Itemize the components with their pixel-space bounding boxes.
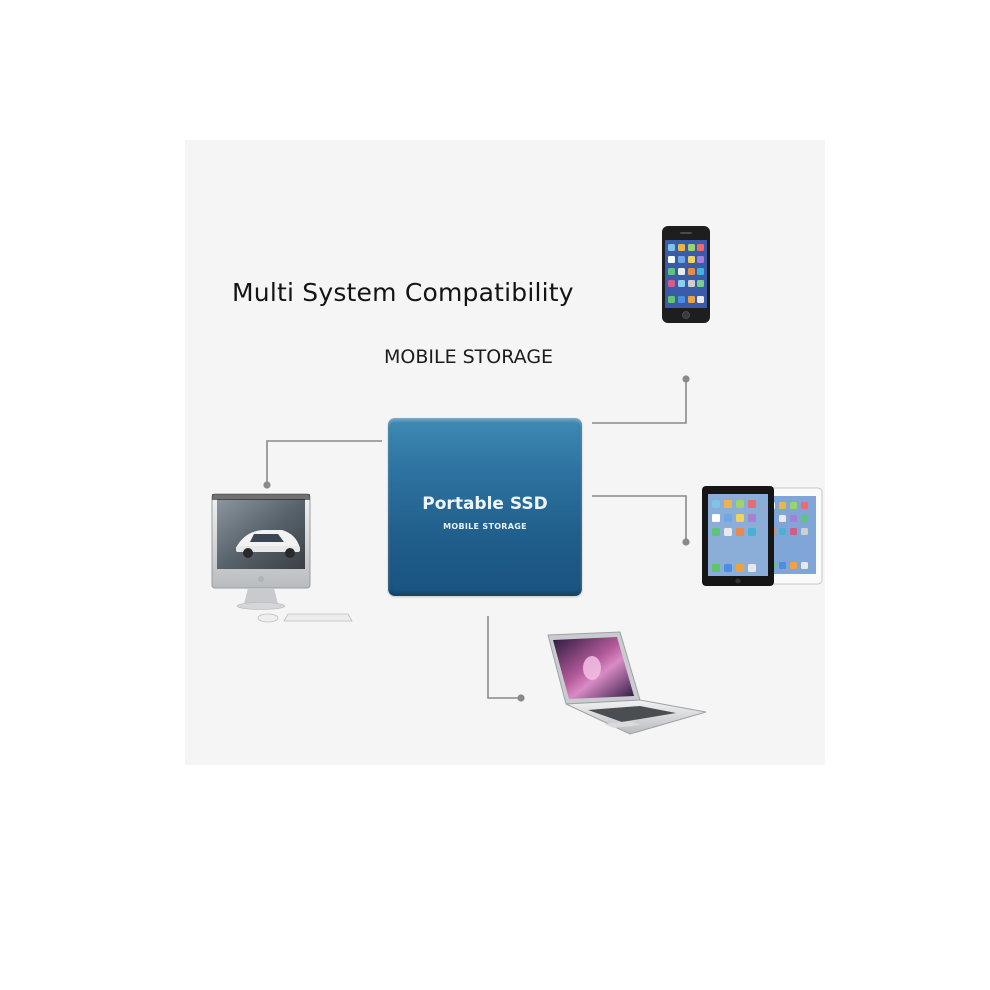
portable-ssd-drive: Portable SSD MOBILE STORAGE: [388, 418, 582, 596]
connector-dot-desktop: [263, 481, 271, 489]
desktop-computer-icon: [211, 493, 353, 623]
tablet-icon: [702, 486, 823, 586]
laptop-icon: [547, 631, 707, 735]
connector-dot-tablet: [682, 538, 690, 546]
connector-dots: [263, 375, 690, 702]
connector-desktop: [266, 440, 382, 484]
connector-dot-phone: [682, 375, 690, 383]
connector-dot-laptop: [517, 694, 525, 702]
connector-phone: [592, 380, 687, 424]
connector-laptop: [487, 616, 520, 699]
connector-lines: [266, 380, 687, 699]
headline: Multi System Compatibility: [232, 278, 574, 307]
connector-tablet: [592, 495, 687, 541]
ssd-label: Portable SSD: [422, 494, 548, 514]
ssd-sublabel: MOBILE STORAGE: [443, 522, 527, 531]
smartphone-icon: [662, 226, 710, 323]
subheadline: MOBILE STORAGE: [384, 346, 554, 368]
